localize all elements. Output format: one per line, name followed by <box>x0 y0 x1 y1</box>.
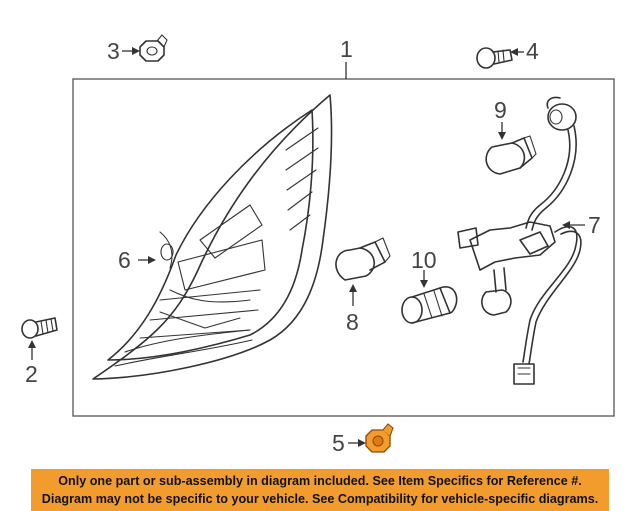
callout-10: 10 <box>411 247 437 273</box>
tail-lamp-housing-part-1 <box>92 94 333 380</box>
arrow-3 <box>132 47 140 55</box>
arrow-8 <box>349 284 357 292</box>
arrow-10 <box>420 280 428 288</box>
disclaimer-line-1: Only one part or sub-assembly in diagram… <box>58 474 582 488</box>
wiring-harness-part-7 <box>457 96 582 385</box>
arrow-4 <box>510 48 518 56</box>
clip-nut-part-3 <box>139 34 168 62</box>
disclaimer-line-2: Diagram may not be specific to your vehi… <box>41 492 599 506</box>
callout-1: 1 <box>340 36 353 62</box>
socket-part-10 <box>401 286 458 324</box>
bulb-part-9 <box>485 135 537 175</box>
callout-4: 4 <box>526 38 539 64</box>
screw-part-2 <box>21 317 58 339</box>
grommet-part-5-highlighted <box>365 423 394 453</box>
assembly-frame <box>72 78 615 417</box>
arrow-9 <box>498 132 506 140</box>
arrow-2 <box>28 340 36 348</box>
callout-7: 7 <box>588 212 601 238</box>
disclaimer-banner: Only one part or sub-assembly in diagram… <box>31 469 609 511</box>
arrow-6 <box>148 256 156 264</box>
callout-9: 9 <box>494 97 507 123</box>
callout-8: 8 <box>346 309 359 335</box>
callout-6: 6 <box>118 247 131 273</box>
arrow-5 <box>358 439 366 447</box>
arrow-7 <box>562 221 570 229</box>
callout-2: 2 <box>25 361 38 387</box>
callout-5: 5 <box>332 430 345 456</box>
screw-part-4 <box>476 47 513 69</box>
bulb-part-8 <box>335 237 391 281</box>
callout-3: 3 <box>107 38 120 64</box>
